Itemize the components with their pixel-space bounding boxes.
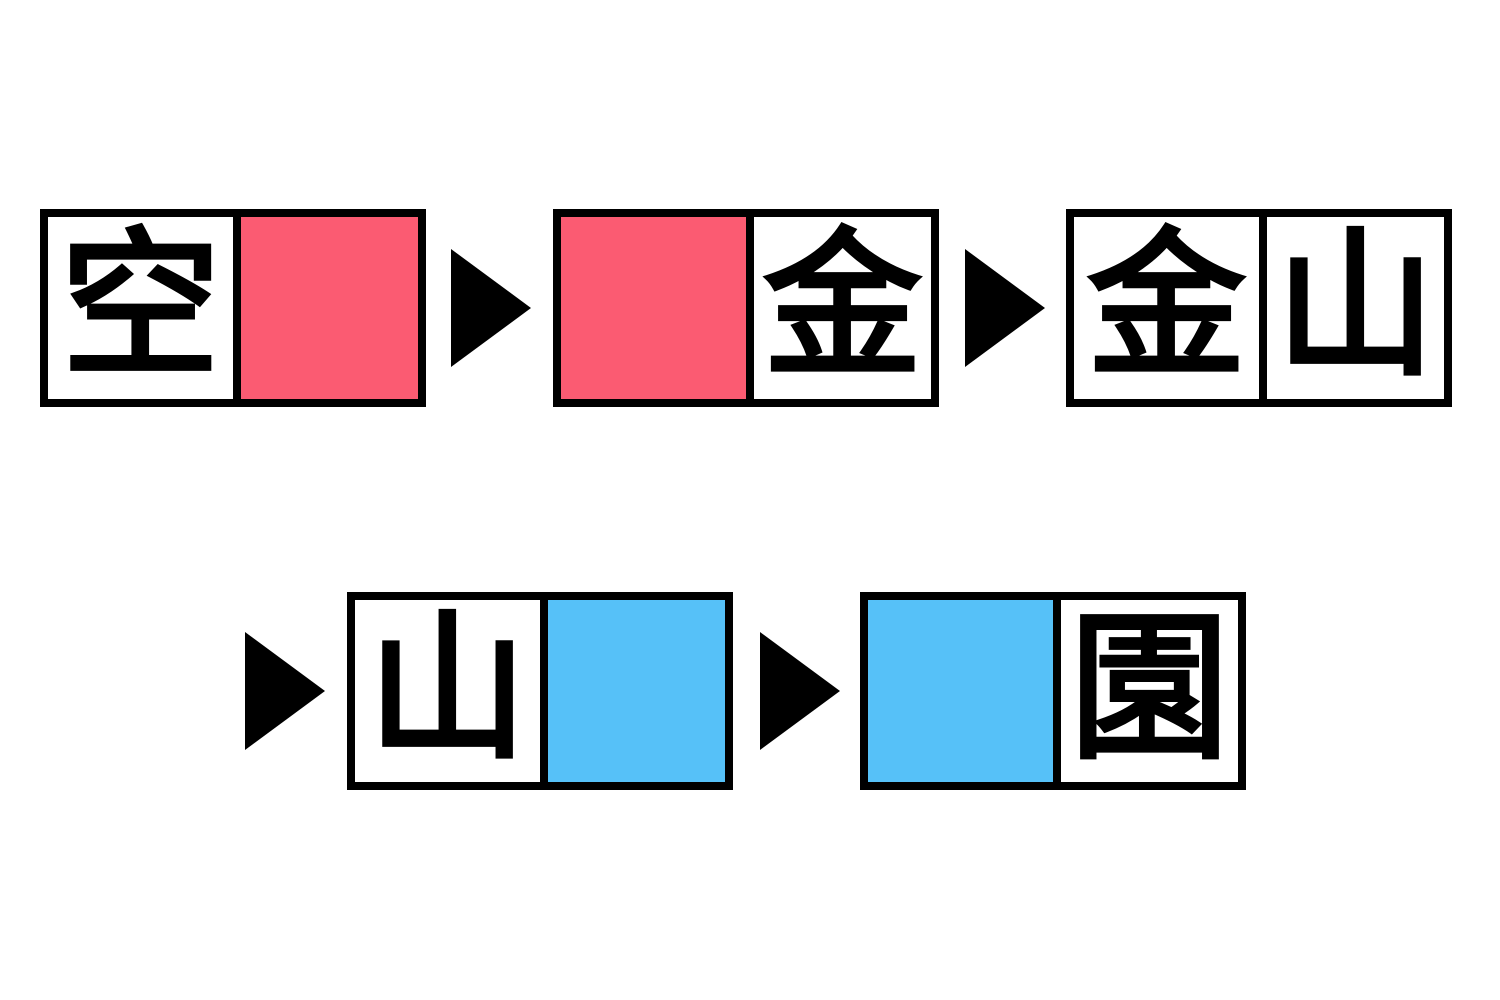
arrow-right-icon	[245, 632, 325, 750]
hidden-kanji-cell	[561, 217, 746, 399]
word-box: 金 山	[1066, 209, 1452, 407]
arrow-right-icon	[760, 632, 840, 750]
hidden-kanji-cell	[540, 600, 725, 782]
hidden-kanji-cell	[868, 600, 1053, 782]
arrow-right-icon	[965, 249, 1045, 367]
kanji-cell: 金	[1086, 211, 1247, 399]
word-box: 山	[347, 592, 733, 790]
kanji-cell: 空	[60, 211, 221, 399]
word-box: 園	[860, 592, 1246, 790]
kanji-cell: 金	[746, 217, 931, 399]
kanji-cell: 山	[1259, 217, 1444, 399]
word-box: 空	[40, 209, 426, 407]
kanji-cell: 山	[367, 594, 528, 782]
arrow-right-icon	[451, 249, 531, 367]
hidden-kanji-cell	[233, 217, 418, 399]
word-box: 金	[553, 209, 939, 407]
kanji-cell: 園	[1053, 600, 1238, 782]
